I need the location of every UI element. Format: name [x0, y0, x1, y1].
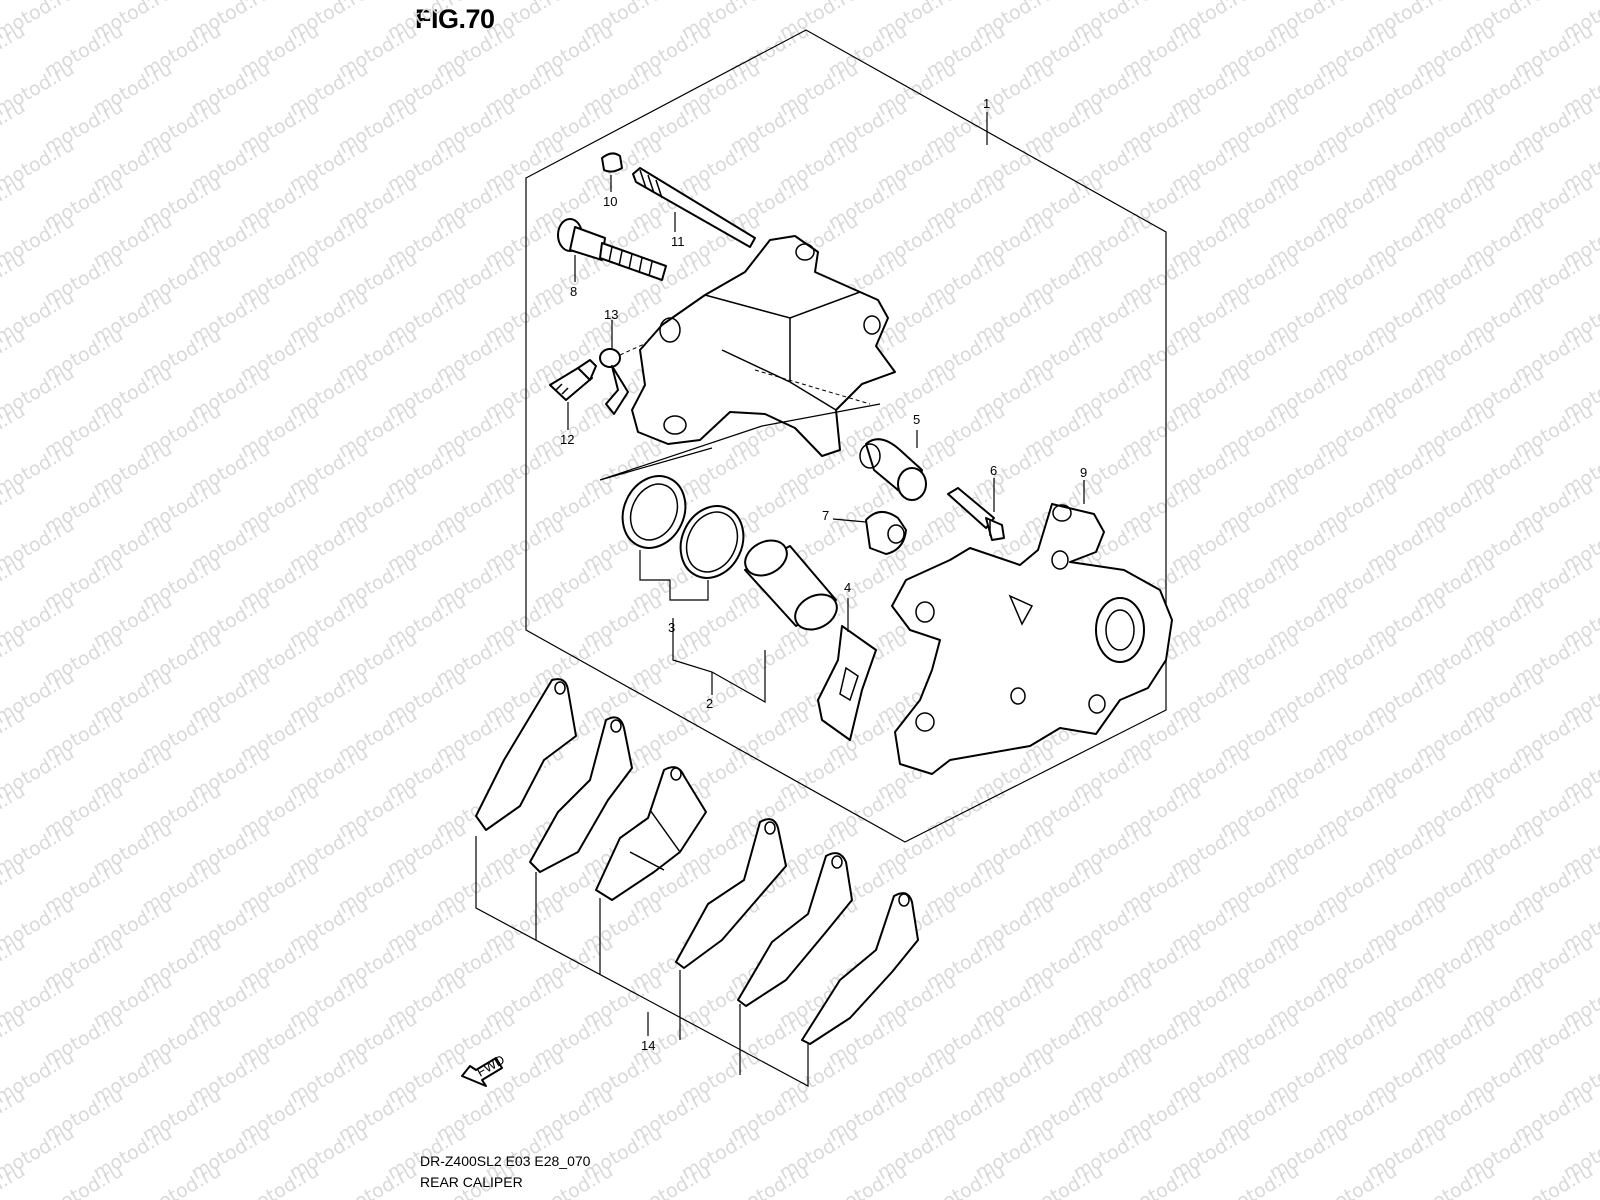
callout-4: 4	[844, 580, 851, 595]
assembly-boundary	[525, 29, 1167, 843]
watermark-text: motod.ru	[1021, 1160, 1107, 1200]
callout-1: 1	[983, 96, 990, 111]
caliper-body-part	[599, 235, 896, 481]
watermark-text: motod.ru	[1413, 1160, 1499, 1200]
figure-caption: REAR CALIPER	[420, 1174, 523, 1190]
piston-part	[744, 539, 838, 631]
callout-9: 9	[1080, 465, 1087, 480]
brake-pad-parts	[475, 678, 919, 1088]
callout-7: 7	[822, 508, 829, 523]
callout-11: 11	[671, 234, 685, 249]
callout-14: 14	[641, 1038, 655, 1053]
callout-3: 3	[668, 620, 675, 635]
watermark-text: motod.ru	[41, 1160, 127, 1200]
slide-pin-part	[947, 478, 1005, 541]
seal-parts	[621, 475, 745, 579]
watermark-text: motod.ru	[139, 1160, 225, 1200]
figure-title: FIG.70	[415, 4, 495, 34]
watermark-text: motod.ru	[1217, 1160, 1303, 1200]
callout-5: 5	[913, 412, 920, 427]
callout-13: 13	[604, 307, 618, 322]
watermark-text: motod.ru	[1511, 1160, 1597, 1200]
callout-2: 2	[706, 696, 713, 711]
callout-12: 12	[560, 432, 574, 447]
bleeder-cap-part	[599, 320, 665, 415]
pad-pin-part	[632, 167, 756, 248]
callout-8: 8	[570, 284, 577, 299]
watermark-text: motod.ru	[237, 1160, 323, 1200]
watermark-text: motod.ru	[923, 1160, 1009, 1200]
pin-part	[557, 218, 667, 282]
watermark-text: motod.ru	[629, 1160, 715, 1200]
callout-brackets	[639, 550, 766, 704]
watermark-text: motod.ru	[825, 1160, 911, 1200]
model-code: DR-Z400SL2 E03 E28_070	[420, 1153, 591, 1169]
watermark-text: motod.ru	[727, 1160, 813, 1200]
callout-10: 10	[603, 194, 617, 209]
pad-spring-part	[817, 598, 877, 741]
watermark-text: motod.ru	[335, 1160, 421, 1200]
cap-part	[601, 152, 623, 192]
caliper-holder-part	[891, 480, 1173, 775]
callout-6: 6	[990, 463, 997, 478]
watermark-text: motod.ru	[1119, 1160, 1205, 1200]
boot-parts	[832, 430, 927, 555]
watermark-text: motod.ru	[1315, 1160, 1401, 1200]
bleeder-valve-part	[549, 359, 597, 430]
